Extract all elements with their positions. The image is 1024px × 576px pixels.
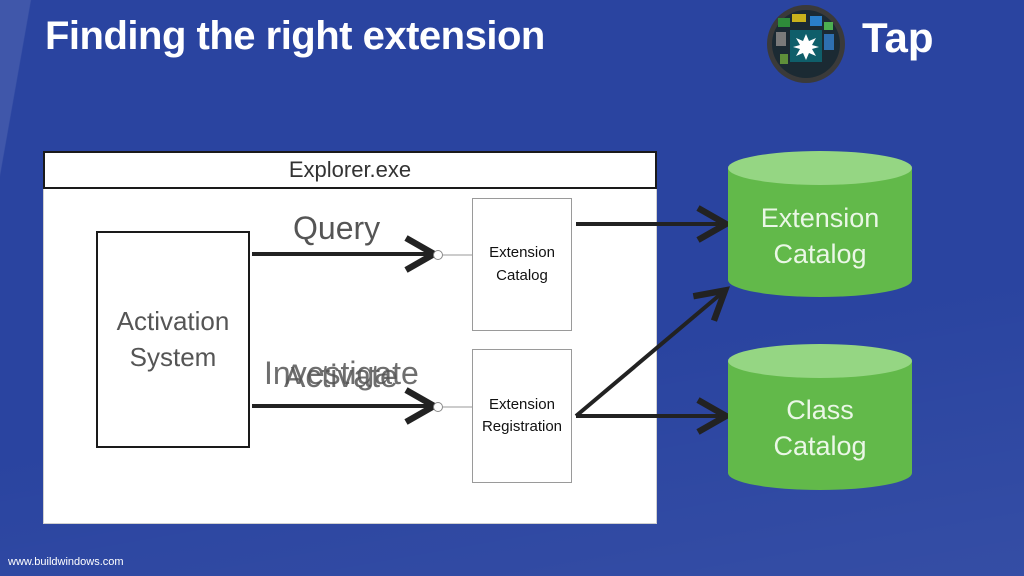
footer-url: www.buildwindows.com bbox=[8, 556, 124, 568]
activate-port bbox=[433, 402, 443, 412]
db-extension-line1: Extension bbox=[760, 203, 880, 233]
query-label: Query bbox=[293, 210, 381, 246]
class-catalog-db-label: Class Catalog bbox=[728, 392, 912, 465]
ext-registration-line1: Extension bbox=[489, 395, 555, 413]
ext-registration-line2: Registration bbox=[481, 418, 563, 435]
activate-label: Activate bbox=[284, 358, 398, 394]
extension-catalog-db-label: Extension Catalog bbox=[728, 200, 912, 273]
extension-catalog-box: Extension Catalog bbox=[472, 198, 572, 331]
class-catalog-database bbox=[728, 344, 912, 490]
registration-to-extension-db-arrow bbox=[574, 286, 730, 418]
extension-registration-box: Extension Registration bbox=[472, 349, 572, 483]
investigate-label: Investigate bbox=[264, 355, 419, 391]
touch-tap-badge-icon bbox=[767, 5, 845, 83]
explorer-header: Explorer.exe bbox=[43, 151, 657, 189]
ext-catalog-line1: Extension bbox=[489, 244, 555, 261]
ext-catalog-line2: Catalog bbox=[496, 266, 548, 284]
slide-title: Finding the right extension bbox=[45, 14, 545, 58]
extension-catalog-database bbox=[728, 151, 912, 297]
query-port bbox=[433, 250, 443, 260]
tap-label: Tap bbox=[862, 14, 934, 61]
activation-line2: System bbox=[129, 341, 217, 372]
db-class-line1: Class bbox=[786, 395, 854, 425]
db-extension-line2: Catalog bbox=[773, 239, 867, 270]
activation-line1: Activation bbox=[116, 306, 230, 337]
db-class-line2: Catalog bbox=[773, 431, 867, 462]
activation-system-box: Activation System bbox=[96, 231, 250, 448]
